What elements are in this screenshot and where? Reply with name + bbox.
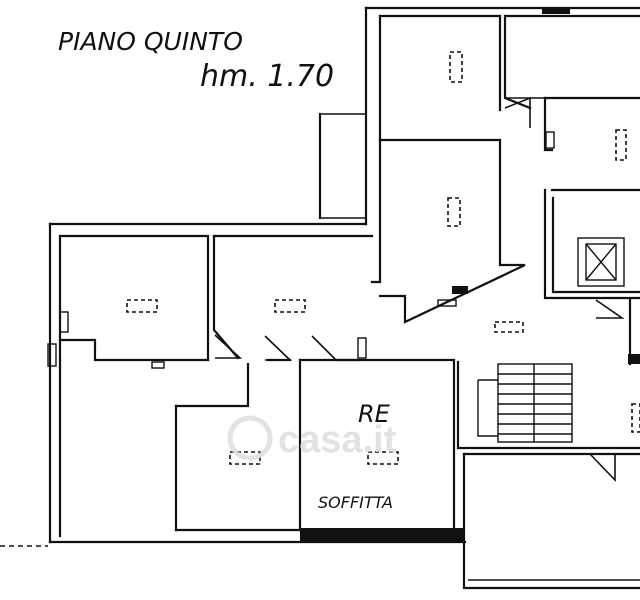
light-fixture-icon <box>631 403 640 433</box>
floor-label: PIANO QUINTO <box>58 27 243 56</box>
watermark-text: casa.it <box>278 419 397 461</box>
light-fixture-icon <box>494 321 524 333</box>
thick-wall-segments <box>300 8 640 542</box>
height-label: hm. 1.70 <box>200 59 334 94</box>
light-fixture-icon <box>274 299 306 313</box>
light-fixture-icon <box>447 197 461 227</box>
room-label-soffitta: SOFFITTA <box>318 493 393 512</box>
staircase <box>477 363 573 443</box>
door-swings <box>214 96 625 482</box>
wall-fittings <box>47 131 555 369</box>
room-label-re: RE <box>358 400 391 428</box>
outer-walls <box>48 6 640 544</box>
light-fixture-icon <box>367 451 399 465</box>
light-fixture-icon <box>126 299 158 313</box>
elevator-shaft <box>577 237 625 287</box>
house-logo-icon <box>227 415 273 461</box>
light-fixture-icon <box>615 129 627 161</box>
watermark: casa.it <box>227 415 397 461</box>
light-fixture-icon <box>449 51 463 83</box>
